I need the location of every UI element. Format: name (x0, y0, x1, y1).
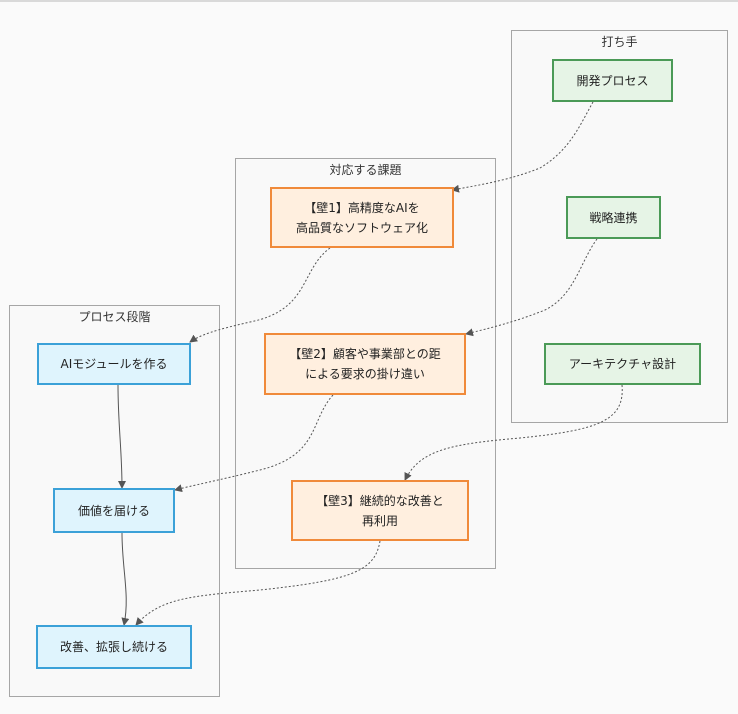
edge-a3-w3 (404, 384, 623, 481)
edge-w2-p2 (174, 394, 334, 493)
node-architecture[interactable]: アーキテクチャ設計 (544, 343, 701, 385)
top-border (0, 0, 738, 2)
group-actions-title: 打ち手 (601, 35, 638, 49)
edge-w3-p3 (135, 540, 381, 626)
node-wall-3[interactable]: 【壁3】継続的な改善と 再利用 (291, 480, 469, 541)
edge-p1-p2 (117, 384, 126, 489)
edge-a2-w2 (465, 238, 598, 337)
edge-a1-w1 (451, 101, 594, 193)
edge-w1-p1 (189, 247, 331, 343)
node-improve-extend[interactable]: 改善、拡張し続ける (36, 625, 192, 669)
group-challenges-title: 対応する課題 (329, 163, 402, 177)
node-wall-2[interactable]: 【壁2】顧客や事業部との距 による要求の掛け違い (264, 333, 466, 395)
group-process-title: プロセス段階 (78, 310, 151, 324)
node-dev-process[interactable]: 開発プロセス (552, 59, 673, 102)
node-build-ai-module[interactable]: AIモジュールを作る (37, 343, 191, 385)
node-wall-1[interactable]: 【壁1】高精度なAIを 高品質なソフトウェア化 (270, 187, 454, 248)
node-strategy[interactable]: 戦略連携 (566, 196, 661, 239)
node-deliver-value[interactable]: 価値を届ける (53, 488, 175, 533)
edge-p2-p3 (121, 532, 130, 626)
